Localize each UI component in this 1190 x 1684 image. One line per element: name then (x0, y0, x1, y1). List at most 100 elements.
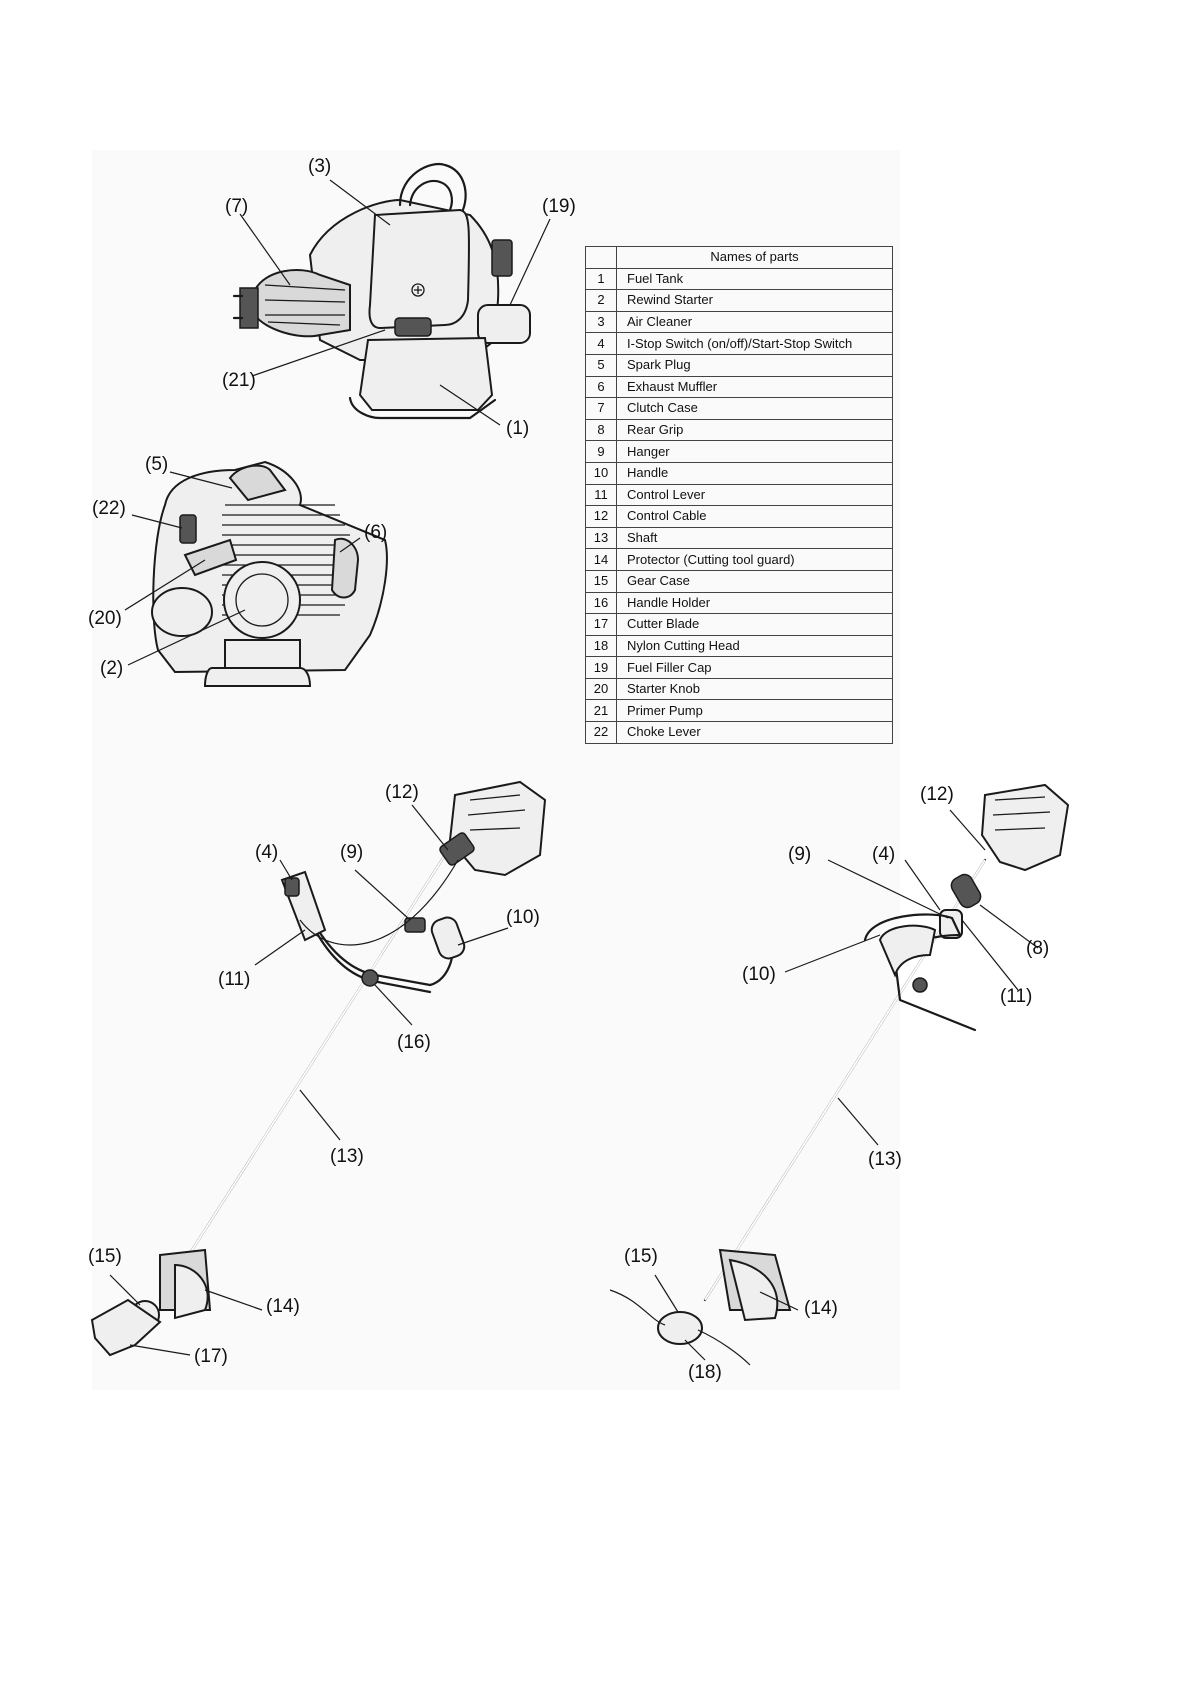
part-name: Protector (Cutting tool guard) (616, 548, 893, 571)
callout-19: (19) (542, 196, 576, 217)
engine-side-view: (5) (22) (6) (20) (2) (88, 454, 388, 687)
callout-14: (14) (266, 1296, 300, 1317)
trimmer-loop-handle: (12) (4) (9) (10) (11) (16) (13) (15) (1… (88, 780, 547, 1367)
callout-3: (3) (308, 156, 331, 177)
part-name: Handle (616, 461, 893, 485)
callout-1: (1) (506, 418, 529, 439)
part-number: 4 (585, 332, 617, 355)
part-name: Choke Lever (616, 721, 893, 744)
callout-13: (13) (868, 1149, 902, 1170)
callout-11: (11) (218, 969, 250, 990)
callout-12: (12) (920, 784, 954, 805)
part-number: 1 (585, 267, 617, 291)
part-number: 14 (585, 548, 617, 571)
callout-7: (7) (225, 196, 248, 217)
part-name: Fuel Filler Cap (616, 656, 893, 679)
part-number: 16 (585, 591, 617, 615)
part-name: Air Cleaner (616, 310, 893, 334)
part-number: 22 (585, 721, 617, 744)
part-number: 6 (585, 375, 617, 399)
part-name: Fuel Tank (616, 267, 893, 291)
part-name: Rewind Starter (616, 289, 893, 312)
part-number: 21 (585, 699, 617, 723)
callout-6: (6) (364, 522, 387, 543)
part-name: Shaft (616, 526, 893, 550)
part-name: Primer Pump (616, 699, 893, 723)
callout-9: (9) (340, 842, 363, 863)
callout-22: (22) (92, 498, 126, 519)
callout-21: (21) (222, 370, 256, 391)
callout-16: (16) (397, 1032, 431, 1053)
callout-9: (9) (788, 844, 811, 865)
part-number: 11 (585, 483, 617, 507)
part-name: Rear Grip (616, 418, 893, 442)
callout-20: (20) (88, 608, 122, 629)
part-number: 8 (585, 418, 617, 442)
part-number: 18 (585, 634, 617, 658)
callout-4: (4) (255, 842, 278, 863)
part-name: Handle Holder (616, 591, 893, 615)
callout-2: (2) (100, 658, 123, 679)
callout-18: (18) (688, 1362, 722, 1383)
callout-10: (10) (742, 964, 776, 985)
part-number: 7 (585, 397, 617, 420)
part-name: Cutter Blade (616, 613, 893, 636)
part-number: 3 (585, 310, 617, 334)
part-number: 12 (585, 505, 617, 528)
part-number: 2 (585, 289, 617, 312)
callout-15: (15) (88, 1246, 122, 1267)
callout-17: (17) (194, 1346, 228, 1367)
part-number: 10 (585, 461, 617, 485)
callout-5: (5) (145, 454, 168, 475)
part-name: Starter Knob (616, 677, 893, 701)
callout-13: (13) (330, 1146, 364, 1167)
part-number: 5 (585, 353, 617, 377)
part-name: Control Lever (616, 483, 893, 507)
part-name: Spark Plug (616, 353, 893, 377)
part-number: 15 (585, 569, 617, 593)
part-name: Control Cable (616, 505, 893, 528)
part-name: Hanger (616, 440, 893, 463)
part-name: Exhaust Muffler (616, 375, 893, 399)
part-name: Clutch Case (616, 397, 893, 420)
header-names-of-parts: Names of parts (616, 246, 893, 269)
part-number: 20 (585, 677, 617, 701)
callout-10: (10) (506, 907, 540, 928)
engine-front-view: (3) (7) (19) (21) (1) (222, 156, 576, 439)
callout-4: (4) (872, 844, 895, 865)
header-number (585, 246, 617, 269)
part-number: 13 (585, 526, 617, 550)
callout-14: (14) (804, 1298, 838, 1319)
part-number: 17 (585, 613, 617, 636)
part-number: 19 (585, 656, 617, 679)
part-name: Nylon Cutting Head (616, 634, 893, 658)
callout-15: (15) (624, 1246, 658, 1267)
callout-11: (11) (1000, 986, 1032, 1007)
part-name: Gear Case (616, 569, 893, 593)
trimmer-bike-handle: (12) (9) (4) (8) (10) (11) (13) (15) (14… (609, 783, 1070, 1383)
